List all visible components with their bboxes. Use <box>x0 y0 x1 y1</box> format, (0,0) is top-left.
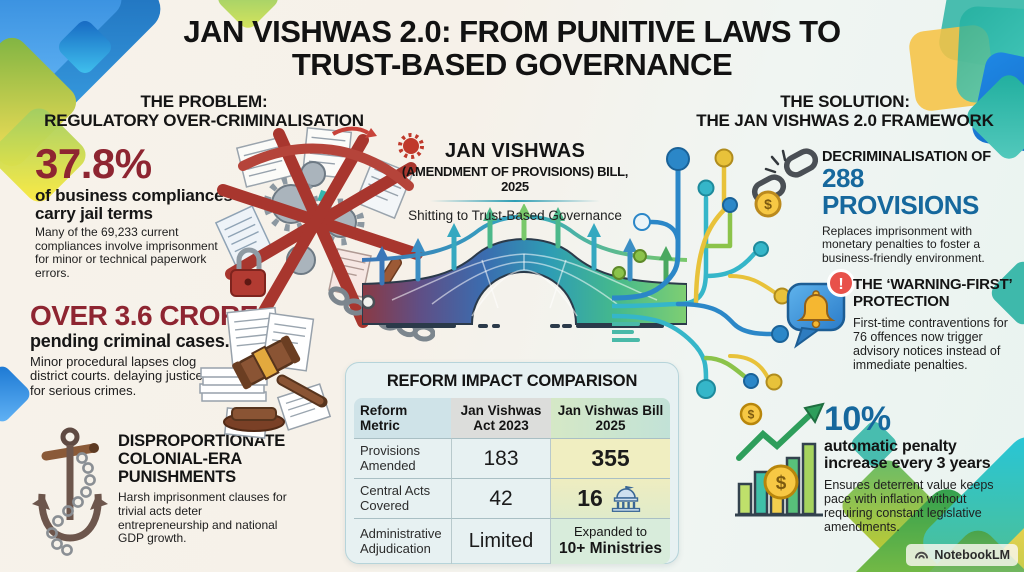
gavel-papers-illustration <box>199 306 332 439</box>
solution-decriminalisation: DECRIMINALISATION OF 288 PROVISIONS Repl… <box>822 149 1018 265</box>
problem-heading: THE PROBLEM: REGULATORY OVER-CRIMINALISA… <box>28 92 380 130</box>
row-acts-bill-value: 16 <box>577 485 603 511</box>
bill-tagline: Shitting to Trust-Based Governance <box>408 208 622 223</box>
watermark-text: NotebookLM <box>934 548 1010 562</box>
table-title: REFORM IMPACT COMPARISON <box>386 372 638 390</box>
stat-jail-value: 37.8% <box>35 140 152 187</box>
penalty-increase-label: automatic penalty increase every 3 years <box>824 438 1024 473</box>
government-building-icon <box>611 486 640 512</box>
bill-label: JAN VISHWAS (AMENDMENT OF PROVISIONS) BI… <box>392 140 638 223</box>
svg-text:$: $ <box>776 473 787 494</box>
penalty-increase-label-line1: automatic penalty <box>824 438 957 455</box>
warning-first-title-line2: PROTECTION <box>853 292 950 310</box>
column-header-bill2025: Jan Vishwas Bill 2025 <box>551 398 670 438</box>
column-header-metric: Reform Metric <box>354 398 451 438</box>
row-adjudication-bill: Expanded to 10+ Ministries <box>551 518 670 564</box>
anchor-icon <box>32 427 108 556</box>
penalty-increase-value: 10% <box>824 400 891 438</box>
solution-penalty-increase: 10% automatic penalty increase every 3 y… <box>824 402 1024 534</box>
row-provisions-metric: Provisions Amended <box>354 438 451 478</box>
solution-heading: THE SOLUTION: THE JAN VISHWAS 2.0 FRAMEW… <box>670 92 1020 130</box>
penalty-increase-detail: Ensures deterrent value keeps pace with … <box>824 477 994 534</box>
row-adjudication-metric: Administrative Adjudication <box>354 518 451 564</box>
stat-cases-value: OVER 3.6 CRORE <box>30 300 258 331</box>
watermark-badge: NotebookLM <box>906 544 1018 566</box>
row-adjudication-bill-line1: Expanded to <box>573 524 647 540</box>
stat-colonial: DISPROPORTIONATE COLONIAL-ERA PUNISHMENT… <box>118 432 290 546</box>
stat-jail-terms: 37.8% of business compliances carry jail… <box>35 140 240 280</box>
warning-first-detail: First-time contraventions for 76 offence… <box>853 315 1008 372</box>
warning-bell-icon: ! <box>786 269 855 349</box>
row-acts-bill: 16 <box>551 478 670 518</box>
svg-text:$: $ <box>764 196 772 212</box>
stat-colonial-title-line3: PUNISHMENTS <box>118 468 236 487</box>
stat-colonial-title-line2: COLONIAL-ERA <box>118 450 243 469</box>
stat-cases-label: pending criminal cases. <box>30 331 230 351</box>
circuit-tree-illustration <box>612 147 791 399</box>
page-title-line2: TRUST-BASED GOVERNANCE <box>291 46 733 82</box>
stat-jail-detail: Many of the 69,233 current compliances i… <box>35 225 218 280</box>
svg-text:$: $ <box>748 408 755 422</box>
bridge-illustration <box>362 204 687 328</box>
decriminalisation-title: DECRIMINALISATION OF <box>822 149 991 165</box>
broken-chain-icon: $ <box>751 148 819 218</box>
decor-diamond <box>0 362 34 426</box>
row-adjudication-bill-line2: 10+ Ministries <box>559 540 662 558</box>
page-title: JAN VISHWAS 2.0: FROM PUNITIVE LAWS TO T… <box>140 14 884 82</box>
solution-warning-first: THE ‘WARNING-FIRST’ PROTECTION First-tim… <box>853 276 1023 372</box>
penalty-increase-label-line2: increase every 3 years <box>824 455 991 473</box>
row-acts-metric: Central Acts Covered <box>354 478 451 518</box>
decriminalisation-detail: Replaces imprisonment with monetary pena… <box>822 223 985 265</box>
page-title-line1: JAN VISHWAS 2.0: FROM PUNITIVE LAWS TO <box>183 14 841 49</box>
growth-chart-icon: $ $ <box>735 402 825 517</box>
bill-name: JAN VISHWAS <box>444 140 585 162</box>
stat-pending-cases: OVER 3.6 CRORE pending criminal cases. M… <box>30 302 258 399</box>
stat-colonial-detail: Harsh imprisonment clauses for trivial a… <box>118 490 287 546</box>
warning-first-title: THE ‘WARNING-FIRST’ PROTECTION <box>853 276 1023 311</box>
stat-cases-detail: Minor procedural lapses clog district co… <box>30 353 203 399</box>
stat-jail-label: of business compliances carry jail terms <box>35 185 233 223</box>
column-header-act2023: Jan Vishwas Act 2023 <box>451 398 551 438</box>
notebooklm-logo-icon <box>915 551 929 559</box>
bill-divider <box>430 200 600 202</box>
table-grid: Reform Metric Jan Vishwas Act 2023 Jan V… <box>354 398 671 564</box>
bill-subtitle: (AMENDMENT OF PROVISIONS) BILL, 2025 <box>401 164 629 194</box>
solution-heading-line1: THE SOLUTION: <box>780 92 910 111</box>
reform-comparison-table: REFORM IMPACT COMPARISON Reform Metric J… <box>345 362 679 564</box>
decriminalisation-value: 288 PROVISIONS <box>822 163 979 221</box>
row-acts-act: 42 <box>451 478 551 518</box>
red-tape-tangle-illustration <box>214 126 435 342</box>
problem-heading-line2: REGULATORY OVER-CRIMINALISATION <box>44 111 364 131</box>
row-provisions-act: 183 <box>451 438 551 478</box>
row-adjudication-act: Limited <box>451 518 551 564</box>
row-provisions-bill: 355 <box>551 438 670 478</box>
warning-first-title-line1: THE ‘WARNING-FIRST’ <box>853 276 1013 293</box>
problem-heading-line1: THE PROBLEM: <box>140 92 268 111</box>
solution-heading-line2: THE JAN VISHWAS 2.0 FRAMEWORK <box>696 111 994 131</box>
svg-text:!: ! <box>838 276 843 293</box>
